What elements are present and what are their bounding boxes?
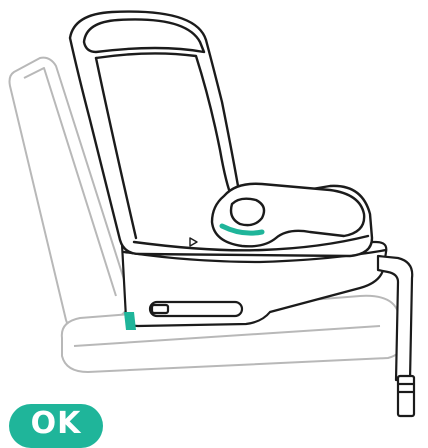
support-leg-lower [398, 376, 414, 416]
isofix-indicator [152, 305, 168, 313]
ok-label: OK [31, 409, 82, 439]
installation-illustration: OK [0, 0, 428, 426]
green-indicator-bar [124, 312, 136, 330]
child-seat-icon [70, 12, 372, 256]
car-seat-installation-icon [0, 0, 428, 426]
ok-badge: OK [9, 404, 103, 448]
